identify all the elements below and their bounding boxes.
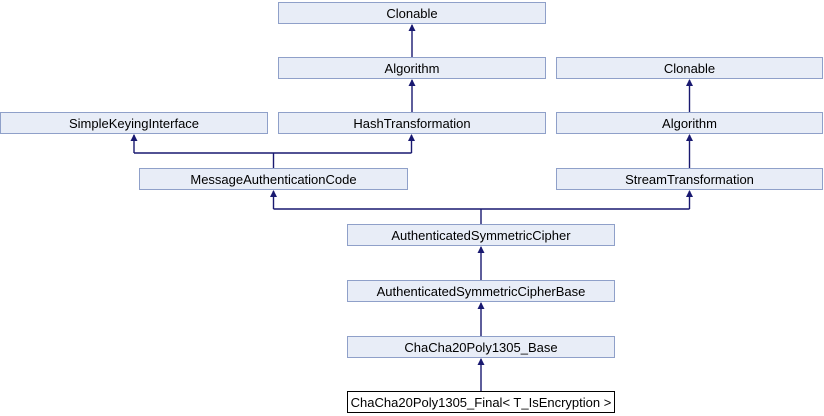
class-node-clonable-right[interactable]: Clonable [556, 57, 823, 79]
inheritance-arrowhead-icon [477, 302, 485, 309]
class-node-label: ChaCha20Poly1305_Final< T_IsEncryption > [350, 394, 612, 410]
class-node-label: Algorithm [384, 60, 440, 76]
class-node-chacha20poly1305-final: ChaCha20Poly1305_Final< T_IsEncryption > [347, 391, 615, 413]
class-node-algorithm-mid[interactable]: Algorithm [278, 57, 546, 79]
class-node-label: ChaCha20Poly1305_Base [404, 339, 558, 355]
inheritance-arrowhead-icon [477, 246, 485, 253]
inheritance-arrowhead-icon [686, 79, 693, 86]
inheritance-arrowhead-icon [686, 190, 693, 197]
class-node-label: AuthenticatedSymmetricCipherBase [376, 283, 586, 299]
inheritance-arrowhead-icon [270, 190, 277, 197]
class-node-message-authentication-code[interactable]: MessageAuthenticationCode [139, 168, 408, 190]
inheritance-arrowhead-icon [408, 24, 416, 31]
class-node-authenticated-symmetric-cipher-base[interactable]: AuthenticatedSymmetricCipherBase [347, 280, 615, 302]
class-node-authenticated-symmetric-cipher[interactable]: AuthenticatedSymmetricCipher [347, 224, 615, 246]
class-node-label: MessageAuthenticationCode [190, 171, 357, 187]
inheritance-arrowhead-icon [686, 134, 693, 141]
class-node-label: Algorithm [662, 115, 717, 131]
inheritance-arrowhead-icon [408, 79, 416, 86]
class-node-clonable-top[interactable]: Clonable [278, 2, 546, 24]
class-node-hash-transformation[interactable]: HashTransformation [278, 112, 546, 134]
class-node-simple-keying-interface[interactable]: SimpleKeyingInterface [0, 112, 268, 134]
class-node-label: SimpleKeyingInterface [68, 115, 200, 131]
inheritance-arrowhead-icon [130, 134, 138, 141]
class-node-label: AuthenticatedSymmetricCipher [391, 227, 571, 243]
class-node-algorithm-right[interactable]: Algorithm [556, 112, 823, 134]
class-node-chacha20poly1305-base[interactable]: ChaCha20Poly1305_Base [347, 336, 615, 358]
class-node-label: StreamTransformation [625, 171, 754, 187]
class-node-label: HashTransformation [353, 115, 471, 131]
inheritance-arrowhead-icon [408, 134, 415, 141]
class-node-stream-transformation[interactable]: StreamTransformation [556, 168, 823, 190]
class-node-label: Clonable [663, 60, 716, 76]
class-node-label: Clonable [386, 5, 438, 21]
inheritance-arrowhead-icon [477, 358, 485, 365]
